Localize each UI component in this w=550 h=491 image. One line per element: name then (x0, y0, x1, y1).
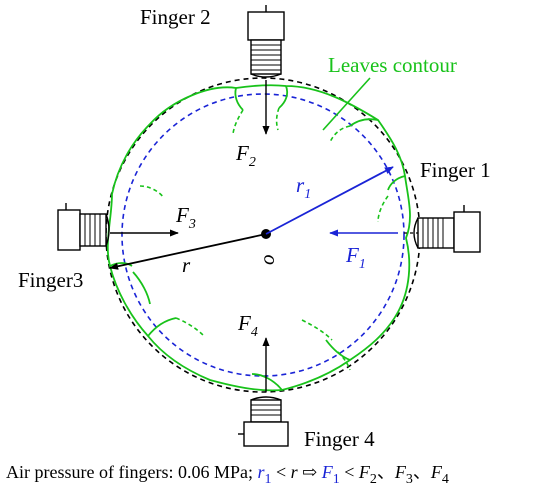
finger-3-gripper (57, 203, 110, 251)
force-f1-label: F1 (345, 243, 366, 272)
leaves-contour-pointer (322, 77, 371, 131)
finger-2-label: Finger 2 (140, 5, 211, 29)
force-f3-label: F3 (175, 203, 196, 232)
force-f2-label: F2 (235, 141, 256, 170)
caption-prefix: Air pressure of fingers: 0.06 MPa; (6, 462, 253, 482)
radius-r-label: r (182, 253, 191, 277)
finger-3-label: Finger3 (18, 268, 83, 292)
caption-implies-arrow: ⇨ (302, 462, 317, 482)
radius-r-arrow (109, 233, 267, 270)
finger-4-label: Finger 4 (304, 427, 375, 451)
radius-r1-label: r1 (296, 173, 311, 202)
finger-1-label: Finger 1 (420, 158, 491, 182)
leaves-contour-label: Leaves contour (328, 53, 457, 77)
inner-circle-r1 (121, 93, 405, 377)
leaves-contour (106, 84, 411, 392)
finger-4-gripper (238, 396, 289, 447)
finger-1-gripper (404, 205, 481, 253)
leaves-contour-dashed (139, 107, 389, 371)
force-f4-label: F4 (237, 311, 258, 340)
center-label: o (255, 255, 279, 266)
finger-2-gripper (247, 5, 285, 78)
caption: Air pressure of fingers: 0.06 MPa; r1 < … (6, 462, 449, 487)
radius-r1-arrow (265, 166, 394, 235)
caption-r1: r (257, 462, 265, 482)
